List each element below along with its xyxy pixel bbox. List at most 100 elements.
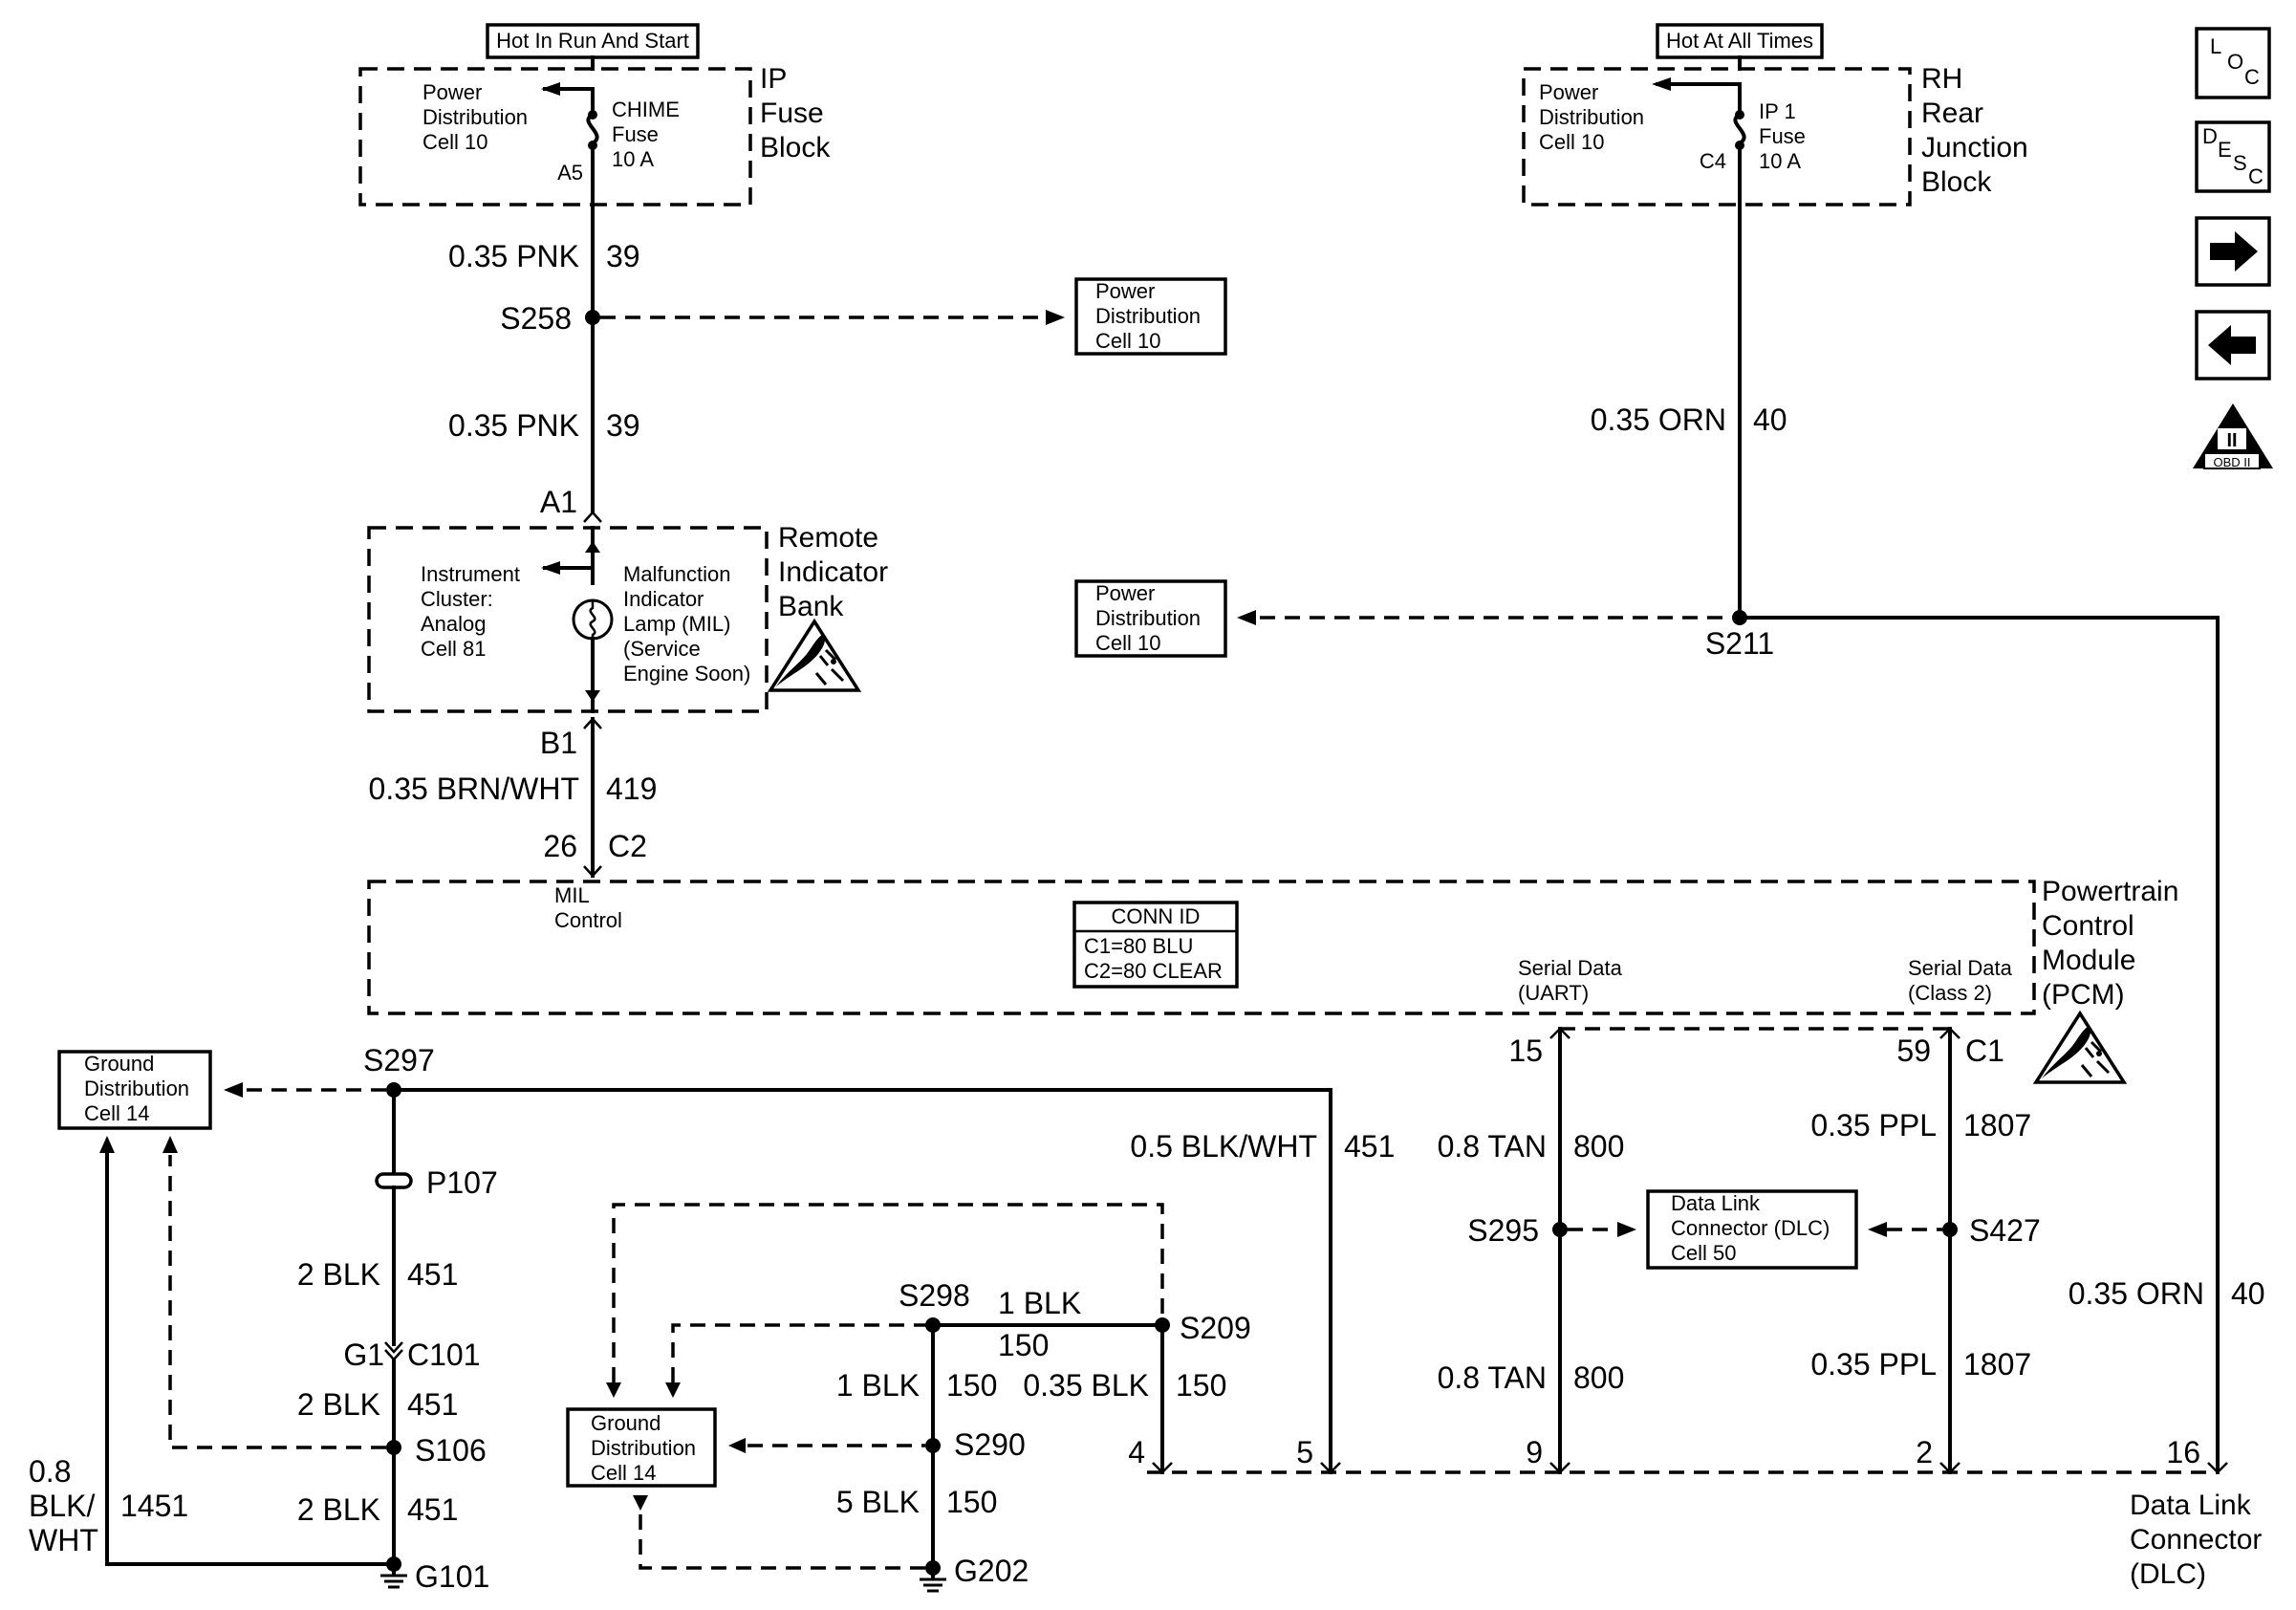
conn-id-row-2: C2=80 CLEAR (1084, 959, 1223, 983)
pin-26: 26 (543, 829, 577, 863)
obd-ii-icon[interactable]: II OBD II (2193, 403, 2273, 469)
rh-junction-name-1: RH (1921, 63, 1962, 95)
cluster-label-3: Analog (421, 612, 487, 636)
rh-power-label-2: Distribution (1539, 105, 1644, 129)
ref-gd-left-1: Ground (84, 1052, 154, 1076)
arrowhead-icon (541, 561, 560, 575)
pcm-name-2: Control (2042, 910, 2134, 942)
wire-blk5-circuit: 150 (946, 1485, 997, 1519)
svg-text:O: O (2227, 50, 2243, 74)
rh-junction-name-4: Block (1921, 166, 1992, 198)
connector-a1-mark (583, 511, 602, 523)
ip1-fuse-label-1: IP 1 (1759, 99, 1796, 123)
splice-s298: S298 (899, 1278, 970, 1313)
svg-text:E: E (2218, 138, 2232, 162)
dlc-name-2: Connector (2130, 1524, 2262, 1556)
mil-label-4: (Service (623, 637, 701, 661)
wire-blk2-b-gauge: 2 BLK (297, 1387, 380, 1422)
conn-id-title: CONN ID (1112, 904, 1201, 928)
serial-uart-1: Serial Data (1518, 956, 1623, 980)
wire-blk08-gauge-3: WHT (29, 1523, 98, 1557)
pcm-mil-control-2: Control (554, 908, 622, 932)
wire-tan-a-circuit: 800 (1573, 1129, 1624, 1164)
wire-tan-b-gauge: 0.8 TAN (1438, 1360, 1547, 1395)
splice-dot-icon (585, 310, 600, 325)
dlc-pin-4: 4 (1128, 1435, 1145, 1469)
splice-s209: S209 (1180, 1311, 1251, 1345)
wire-pnk-a-circuit: 39 (606, 239, 640, 273)
wire-blk-wht-451 (392, 1088, 1332, 1474)
desc-button[interactable]: D E S C (2195, 120, 2271, 193)
ground-g202: G202 (954, 1554, 1029, 1588)
dlc-name-1: Data Link (2130, 1490, 2252, 1521)
arrowhead-icon (99, 1136, 115, 1153)
s298-dashed-to-ground-cell (671, 1323, 933, 1382)
ip-fuse-block-name-1: IP (760, 63, 787, 95)
wire-blk08-gauge-1: 0.8 (29, 1454, 71, 1489)
ip1-fuse-label-3: 10 A (1759, 149, 1801, 173)
ref-gd-left-2: Distribution (84, 1077, 189, 1100)
chime-fuse-label-1: CHIME (612, 98, 680, 121)
mil-label-1: Malfunction (623, 562, 731, 586)
ground-icon (920, 1566, 946, 1593)
ground-g101: G101 (415, 1559, 489, 1594)
dlc-pin-2: 2 (1916, 1435, 1933, 1469)
splice-s258: S258 (500, 301, 572, 336)
splice-dot-icon (925, 1438, 941, 1453)
g202-dashed-to-ground-cell (639, 1514, 925, 1570)
ground-icon (380, 1562, 407, 1589)
ref-dlc-2: Connector (DLC) (1671, 1216, 1830, 1240)
ref-gd-left-3: Cell 14 (84, 1101, 149, 1125)
wire-blk1-top-gauge: 1 BLK (998, 1286, 1081, 1320)
wire-orn-a-gauge: 0.35 ORN (1591, 402, 1726, 437)
ref-pd-s258-2: Distribution (1095, 304, 1201, 328)
splice-s427: S427 (1969, 1213, 2041, 1248)
ref-gd-mid-2: Distribution (591, 1436, 696, 1460)
wire-blkwht-gauge: 0.5 BLK/WHT (1130, 1129, 1317, 1164)
wire-orn-b-circuit: 40 (2231, 1276, 2265, 1311)
splice-s297: S297 (363, 1043, 435, 1077)
remote-bank-name-1: Remote (778, 522, 878, 554)
s106-dashed-to-ground-cell (168, 1155, 386, 1449)
connector-a1: A1 (540, 485, 577, 519)
ip-fuse-power-label-2: Distribution (422, 105, 528, 129)
connector-c2: C2 (608, 829, 647, 863)
ref-ground-distribution-left (57, 1050, 212, 1130)
wire-blk035-circuit: 150 (1176, 1368, 1226, 1403)
wire-tan-a-gauge: 0.8 TAN (1438, 1129, 1547, 1164)
esd-warning-icon (2034, 1012, 2126, 1084)
next-page-button[interactable] (2195, 216, 2271, 287)
wire-blk1-top-circuit: 150 (998, 1328, 1049, 1362)
previous-page-button[interactable] (2195, 310, 2271, 381)
ref-pd-s258-3: Cell 10 (1095, 329, 1160, 353)
wire-blk2-a-circuit: 451 (407, 1257, 458, 1292)
wire-pnk-a-gauge: 0.35 PNK (448, 239, 579, 273)
wire-blk08-circuit: 1451 (120, 1489, 188, 1523)
wire-blk1-s298-circuit: 150 (946, 1368, 997, 1403)
svg-text:OBD II: OBD II (2213, 455, 2250, 469)
svg-text:L: L (2210, 34, 2221, 58)
splice-dot-icon (386, 1440, 401, 1455)
arrowhead-icon (606, 1382, 621, 1398)
mil-label-3: Lamp (MIL) (623, 612, 730, 636)
ref-gd-mid-3: Cell 14 (591, 1461, 656, 1485)
cluster-label-1: Instrument (421, 562, 520, 586)
wire-ppl-b-gauge: 0.35 PPL (1810, 1347, 1937, 1382)
splice-s106: S106 (415, 1433, 487, 1468)
wire-blk5-gauge: 5 BLK (836, 1485, 920, 1519)
dlc-pin-5: 5 (1296, 1435, 1313, 1469)
dlc-pin-16: 16 (2166, 1435, 2200, 1469)
right-arrow-icon (2210, 231, 2258, 272)
ip-fuse-block-name-3: Block (760, 132, 831, 163)
arrowhead-icon (1237, 610, 1256, 625)
serial-uart-2: (UART) (1518, 981, 1589, 1005)
ref-pd-s211-1: Power (1095, 581, 1155, 605)
splice-dot-icon (1942, 1222, 1958, 1237)
arrowhead-icon (728, 1438, 746, 1453)
ref-dlc-3: Cell 50 (1671, 1241, 1736, 1265)
wire-blk08-gauge-2: BLK/ (29, 1489, 95, 1523)
serial-class2-1: Serial Data (1908, 956, 2013, 980)
ip-fuse-power-label-3: Cell 10 (422, 130, 487, 154)
loc-button[interactable]: L O C (2195, 27, 2271, 99)
wire-brn-circuit: 419 (606, 772, 657, 806)
